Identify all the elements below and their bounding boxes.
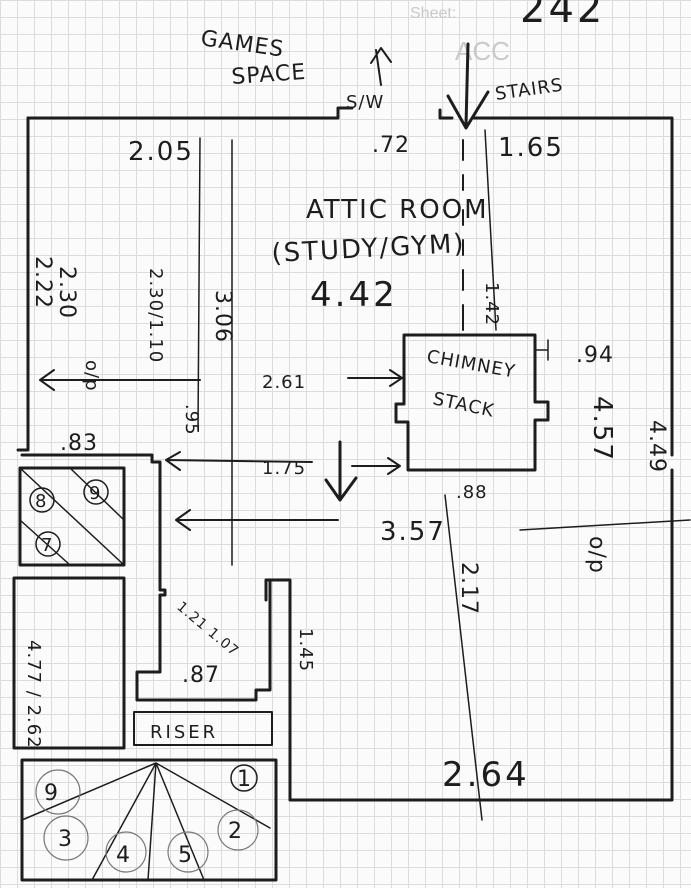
- tread-1-bottom: 1: [237, 767, 252, 792]
- dim-chimney-top: 1.42: [481, 282, 502, 326]
- dim-top-mid: .72: [372, 133, 410, 158]
- stair-treads-box-bottom: [20, 758, 278, 882]
- sheet-number: 242: [520, 0, 605, 32]
- stair-tread-lines-top: [19, 467, 125, 566]
- chimney-label-1: CHIMNEY: [425, 346, 517, 382]
- horizontal-357-line: [519, 519, 691, 531]
- arrow-right-icon: [347, 369, 403, 387]
- dim-left-rotated: 2.30/1.10: [145, 268, 166, 363]
- dim-stair-83: .83: [60, 431, 98, 456]
- tread-8: 8: [35, 491, 47, 512]
- tread-circle-2: [217, 809, 259, 851]
- dim-top-left: 2.05: [128, 137, 194, 167]
- sw-label: S/W: [346, 92, 384, 113]
- vertical-dimension-lines: [197, 137, 233, 566]
- dim-closet-145: 1.45: [295, 628, 316, 672]
- tread-circle-9: [35, 769, 81, 815]
- games-space-label-1: GAMES: [199, 26, 286, 62]
- arrow-left-icon: [39, 369, 201, 391]
- stair-well-wall: [135, 570, 272, 702]
- dim-small-95: .95: [181, 404, 202, 436]
- vertical-217-line: [444, 494, 483, 821]
- dim-right-449: 4.49: [644, 420, 669, 473]
- dim-mid-261: 2.61: [262, 372, 306, 393]
- dim-left-op: o/p: [81, 360, 102, 392]
- tread-3-bottom: 3: [58, 827, 73, 852]
- dim-right-457: 4.57: [587, 396, 617, 462]
- tread-8-circle: [29, 487, 55, 513]
- chimney-label-2: STACK: [431, 388, 497, 422]
- chimney-tick: [534, 339, 549, 361]
- dim-top-right: 1.65: [498, 133, 564, 163]
- dim-left-222: 2.22: [30, 256, 55, 309]
- north-arrow-icon: [446, 42, 490, 130]
- games-space-label-2: SPACE: [231, 60, 307, 90]
- left-box-note: 4.77 / 2.62: [23, 640, 44, 749]
- chimney-leader-line: [484, 129, 497, 331]
- riser-box: [133, 711, 273, 746]
- tread-circle-1: [230, 764, 258, 792]
- tread-9-bottom: 9: [44, 781, 59, 806]
- tread-9: 9: [89, 483, 101, 504]
- outer-wall: [26, 106, 674, 802]
- room-name: ATTIC ROOM: [306, 195, 489, 225]
- tread-5-bottom: 5: [178, 843, 193, 868]
- tread-7: 7: [41, 535, 53, 556]
- tread-circle-3: [43, 815, 89, 861]
- sheet-label: Sheet:: [410, 5, 456, 22]
- left-storage-box: [12, 576, 126, 750]
- tread-9-circle: [83, 479, 109, 505]
- dim-stair-88: .88: [456, 482, 488, 503]
- faint-acc-text: ACC: [455, 36, 510, 66]
- dim-riser-87: .87: [182, 663, 220, 688]
- small-arrow-icon: [370, 47, 392, 86]
- left-wall: [16, 116, 162, 574]
- stairs-label: STAIRS: [494, 75, 565, 105]
- arrow-left-2-icon: [165, 451, 313, 471]
- dim-left-230: 2.30: [54, 266, 79, 319]
- arrow-left-3-icon: [175, 509, 339, 531]
- arrow-right-2-icon: [351, 457, 401, 475]
- tread-circle-4: [105, 831, 147, 873]
- tread-circle-5: [167, 831, 209, 873]
- tread-2-bottom: 2: [228, 819, 243, 844]
- dim-stair-175: 1.75: [262, 458, 306, 479]
- arrow-down-icon: [324, 440, 358, 502]
- dim-riser-top: 1.21 1.07: [173, 599, 241, 660]
- room-width: 4.42: [310, 275, 398, 315]
- dim-chimney-right: .94: [576, 343, 614, 368]
- tread-7-circle: [35, 531, 61, 557]
- dim-bottom-264: 2.64: [442, 755, 530, 795]
- chimney-stack: [394, 333, 550, 472]
- fan-tread-lines: [21, 762, 271, 881]
- dim-stair-357: 3.57: [380, 517, 446, 547]
- dim-stair-217: 2.17: [456, 562, 481, 615]
- dim-right-op: o/p: [584, 536, 609, 574]
- tread-4-bottom: 4: [116, 843, 131, 868]
- riser-label: RISER: [150, 722, 218, 743]
- room-use: (STUDY/GYM): [271, 229, 466, 269]
- dim-mid-306: 3.06: [210, 290, 235, 343]
